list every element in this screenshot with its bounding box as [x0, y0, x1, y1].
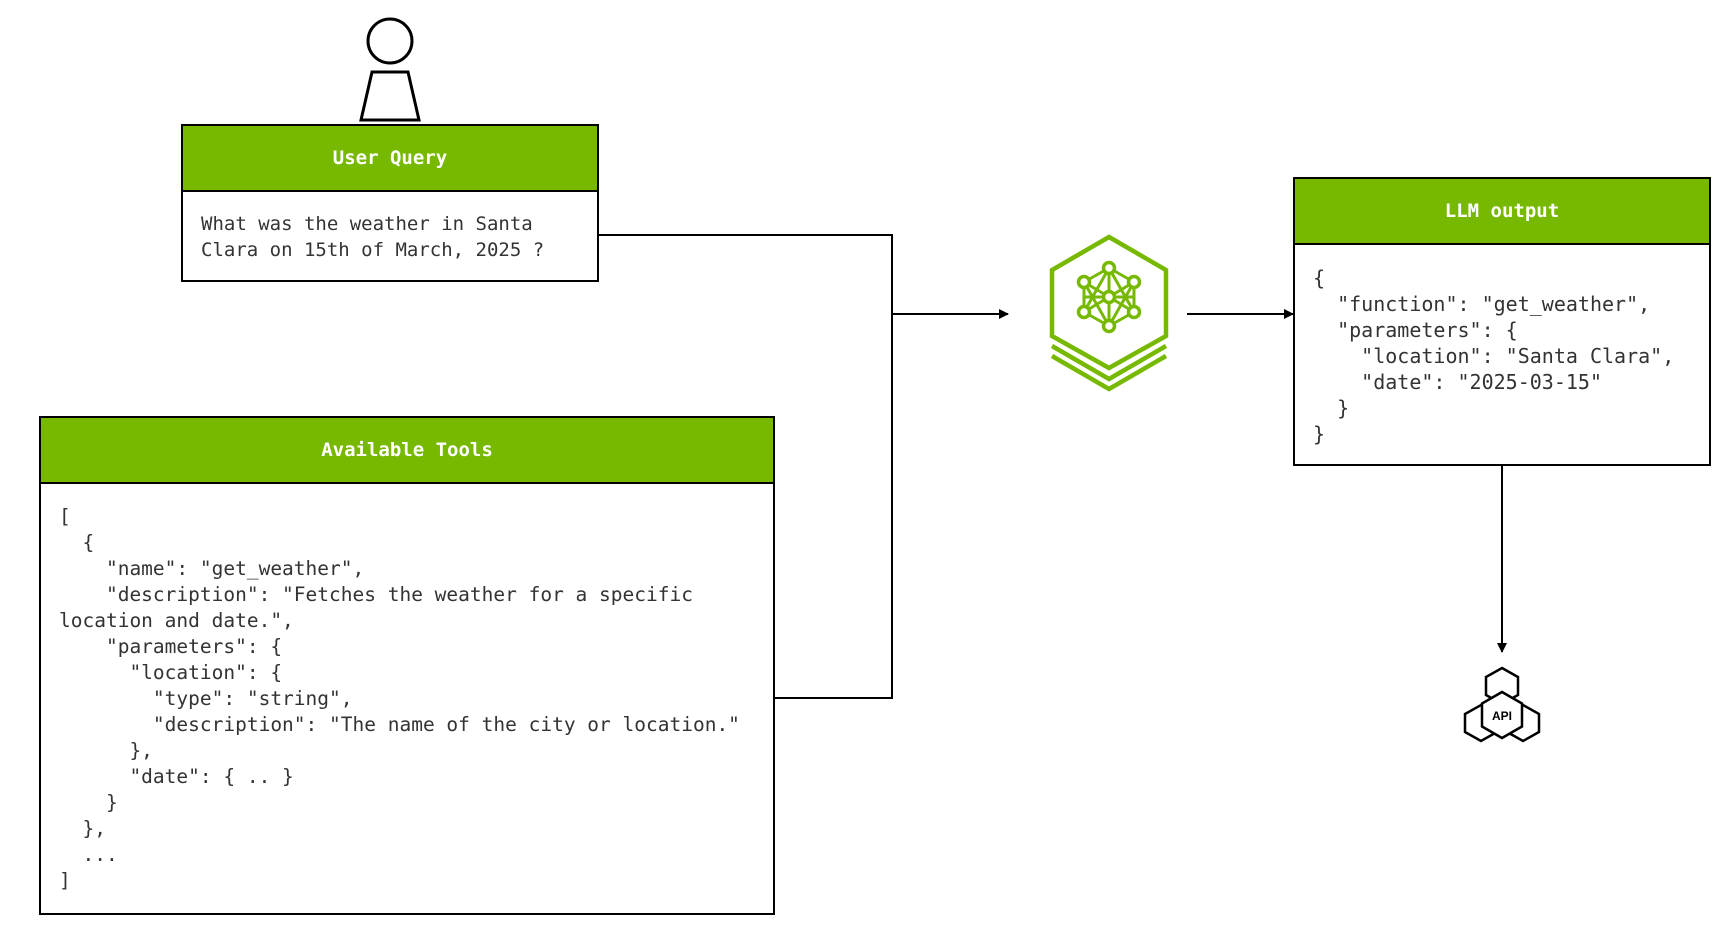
user-query-box: User Query What was the weather in Santa…: [181, 124, 599, 282]
available-tools-title: Available Tools: [41, 418, 773, 484]
user-query-text: What was the weather in Santa Clara on 1…: [201, 213, 545, 261]
available-tools-box: Available Tools [ { "name": "get_weather…: [39, 416, 775, 915]
neural-network-hexagon-icon: [1049, 234, 1169, 392]
llm-output-box: LLM output { "function": "get_weather", …: [1293, 177, 1711, 466]
tools-to-junction-connector: [775, 314, 893, 699]
available-tools-json: [ { "name": "get_weather", "description"…: [59, 505, 740, 892]
api-hexagons-icon: API: [1463, 666, 1541, 743]
llm-output-json: { "function": "get_weather", "parameters…: [1313, 266, 1675, 446]
api-label: API: [1492, 709, 1512, 723]
person-icon: [359, 17, 421, 122]
llm-output-title: LLM output: [1295, 179, 1709, 245]
user-query-title: User Query: [183, 126, 597, 192]
query-to-junction-connector: [599, 234, 893, 314]
